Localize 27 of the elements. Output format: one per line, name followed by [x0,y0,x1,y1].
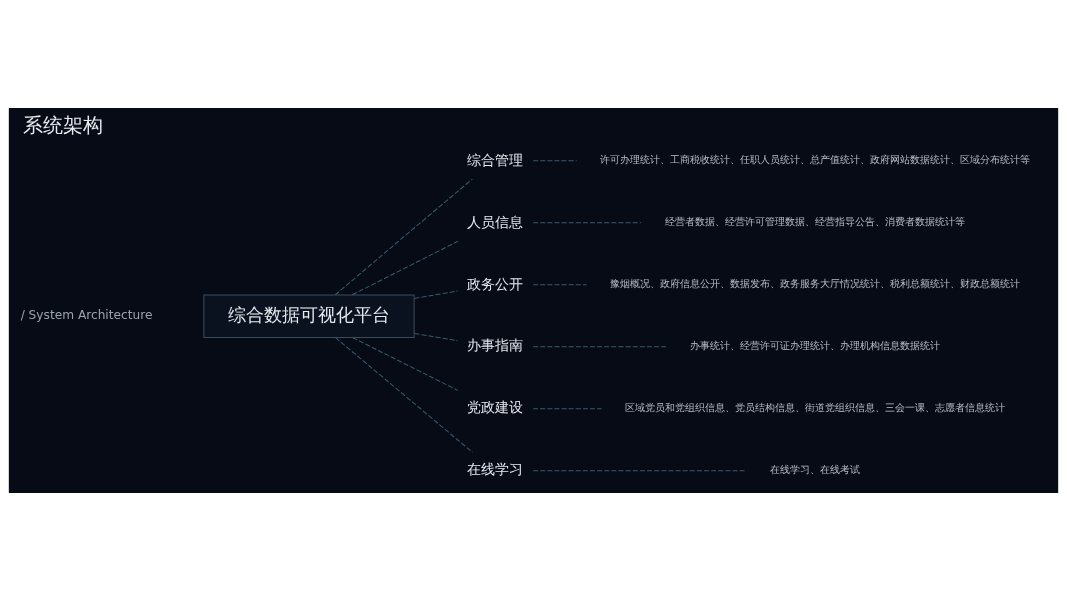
label: / System Architecture [20,307,153,322]
connector [532,159,578,161]
connector [532,345,667,347]
connector [532,407,603,409]
node-text: 区域党员和党组织信息、党员结构信息、街道党组织信息、三会一课、志愿者信息统计 [625,401,1006,413]
node-text: 在线学习 [467,460,524,477]
connector [352,336,459,391]
connector [413,332,459,341]
node-text: 在线学习、在线考试 [770,463,861,475]
connector [413,290,459,299]
connector [532,221,642,223]
node-box: 综合数据可视化平台 [203,293,415,338]
node-text: 综合管理 [467,151,524,168]
node-text: 办事统计、经营许可证办理统计、办理机构信息数据统计 [690,339,941,351]
connector [351,240,459,295]
connector [532,283,588,285]
connector [532,469,746,471]
node-text: 许可办理统计、工商税收统计、任职人员统计、总产值统计、政府网站数据统计、区域分布统计等 [600,153,1031,165]
node-text: 经营者数据、经营许可管理数据、经营指导公告、消费者数据统计等 [665,215,966,227]
node-text: 党政建设 [467,398,524,415]
node-text: 政务公开 [467,275,524,292]
connector [334,178,473,295]
connector [335,336,473,453]
diagram-title: 系统架构 [22,112,103,137]
node-text: 豫烟概况、政府信息公开、数据发布、政务服务大厅情况统计、税利总额统计、财政总额统计 [610,277,1021,289]
node-text: 人员信息 [467,213,524,230]
node-text: 办事指南 [467,336,524,353]
